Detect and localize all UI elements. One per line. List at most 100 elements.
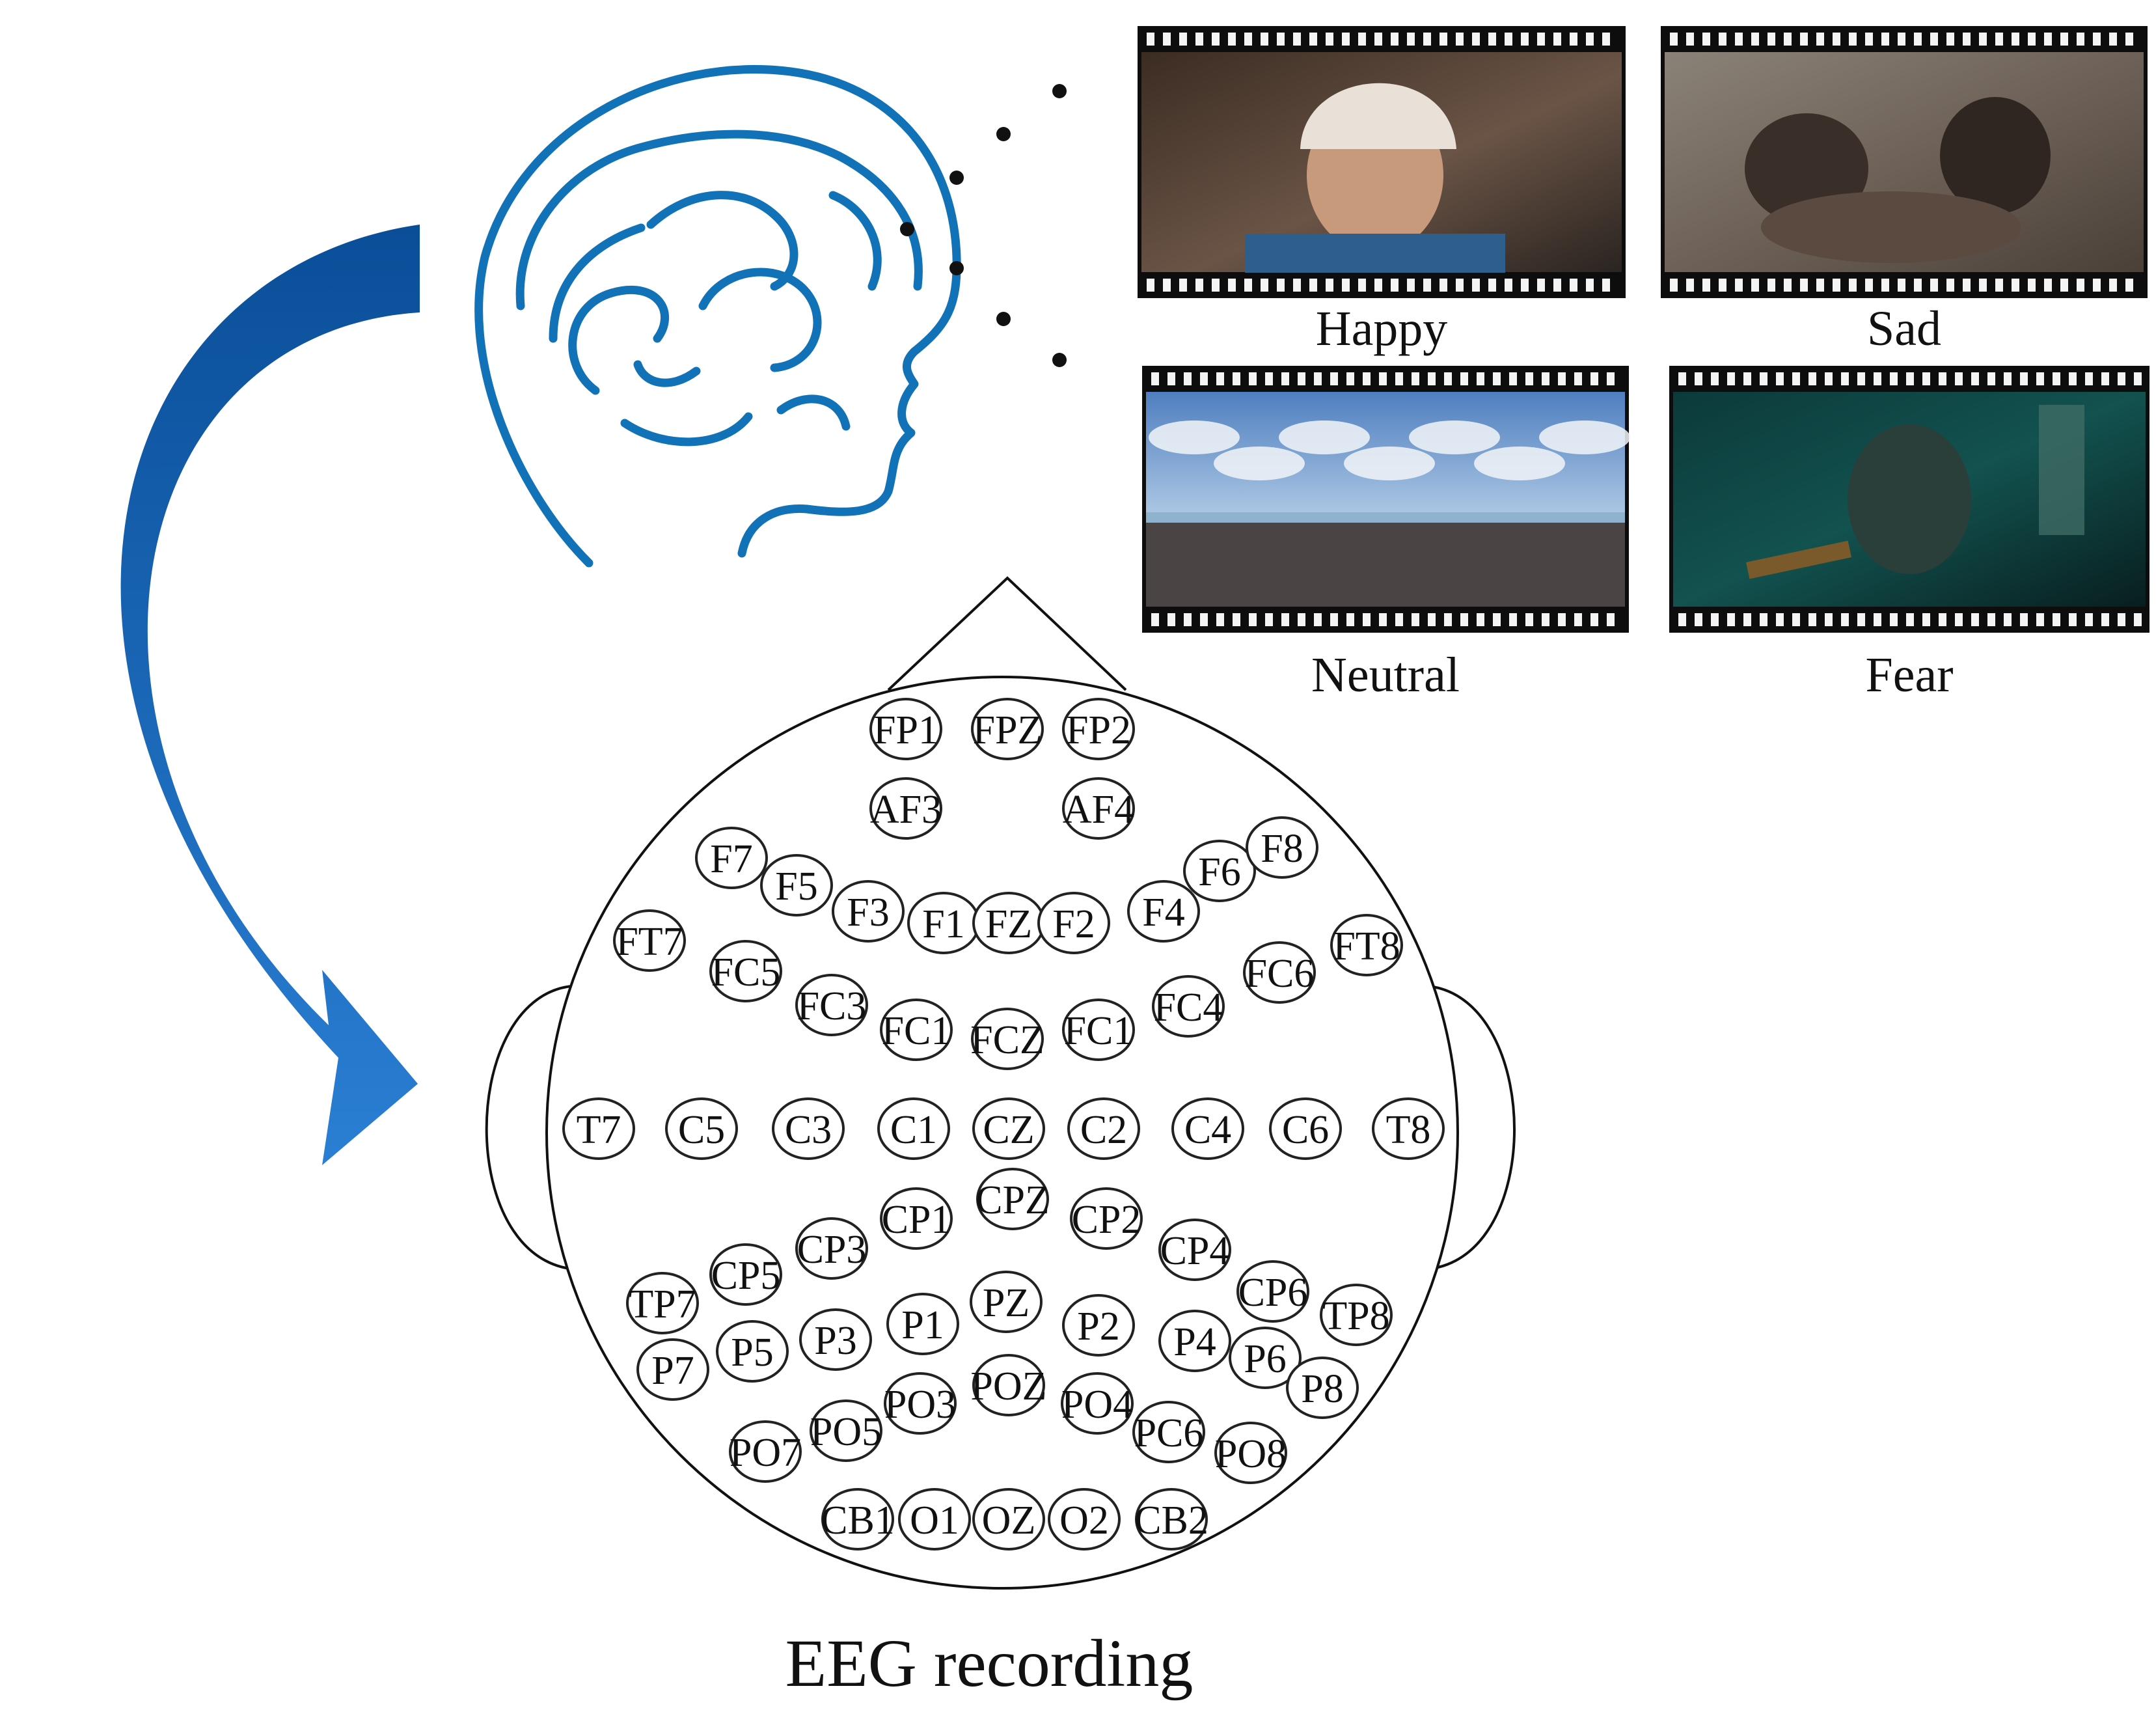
electrode-label: PC6 [1134,1411,1204,1455]
electrode-fc1: FC1 [880,999,953,1061]
electrode-label: PO4 [1061,1383,1133,1427]
film-label: Happy [1316,301,1448,356]
electrode-o2: O2 [1048,1488,1121,1551]
electrode-label: CP4 [1160,1229,1230,1273]
electrode-po3: PO3 [884,1372,957,1435]
electrode-label: F1 [922,902,964,946]
electrode-pz: PZ [970,1271,1043,1333]
electrode-f4: F4 [1127,880,1200,943]
electrode-fc4: FC4 [1152,975,1225,1038]
gaze-dots [900,84,1067,367]
film-frame-neutral: Neutral [1142,366,1630,702]
electrode-label: CP1 [882,1198,951,1242]
electrode-p5: P5 [716,1320,789,1383]
electrode-label: FP1 [873,708,938,752]
electrode-label: CP5 [711,1254,781,1298]
electrode-fc3: FC3 [795,974,868,1036]
electrode-label: P7 [651,1349,694,1393]
electrode-label: O1 [910,1498,959,1543]
electrode-poz: POZ [970,1354,1047,1416]
electrode-label: T7 [577,1108,621,1152]
electrode-cpz: CPZ [976,1168,1050,1230]
film-label: Sad [1867,301,1941,356]
electrode-cp1: CP1 [880,1187,953,1250]
electrode-label: CB1 [821,1498,895,1543]
electrode-label: PO7 [730,1431,801,1475]
electrode-label: TP7 [629,1282,696,1327]
electrode-label: FC3 [797,984,867,1028]
film-frame-happy: Happy [1138,26,1626,356]
electrode-c6: C6 [1269,1097,1342,1160]
electrode-oz: OZ [972,1488,1045,1551]
electrode-label: C3 [785,1108,832,1152]
electrode-label: FC4 [1154,986,1223,1030]
electrode-label: AF4 [1063,788,1134,832]
electrode-cb2: CB2 [1134,1488,1208,1551]
electrode-c4: C4 [1171,1097,1244,1160]
electrode-cp3: CP3 [795,1217,868,1280]
electrode-label: C2 [1080,1108,1127,1152]
electrode-label: PO8 [1215,1432,1287,1476]
electrode-t8: T8 [1372,1097,1445,1160]
electrode-label: P8 [1301,1367,1343,1411]
electrode-ft7: FT7 [613,909,686,972]
electrode-label: PO5 [810,1410,882,1454]
electrode-label: F8 [1261,827,1303,871]
electrode-label: POZ [970,1364,1046,1409]
electrode-c2: C2 [1067,1097,1140,1160]
electrode-fpz: FPZ [971,698,1044,760]
electrode-tp8: TP8 [1320,1284,1393,1346]
brain-head-outline-icon [474,65,961,568]
electrode-t7: T7 [562,1097,635,1160]
electrode-cz: CZ [972,1097,1045,1160]
electrode-c3: C3 [772,1097,845,1160]
electrode-label: OZ [982,1498,1036,1543]
electrode-label: F3 [847,890,889,935]
electrode-fcz: FCZ [970,1008,1044,1070]
electrode-ft8: FT8 [1330,914,1403,976]
electrode-label: F2 [1052,902,1095,946]
electrode-label: T8 [1386,1108,1431,1152]
electrode-f1: F1 [907,892,980,954]
electrode-label: P3 [814,1319,856,1363]
electrode-fp1: FP1 [869,698,942,760]
electrode-label: AF3 [870,788,942,832]
electrode-label: P6 [1244,1337,1286,1381]
electrode-label: FT8 [1333,924,1400,969]
electrode-c5: C5 [665,1097,738,1160]
electrode-label: FC1 [1064,1009,1134,1053]
electrode-p7: P7 [636,1338,709,1401]
electrode-label: O2 [1059,1498,1109,1543]
electrode-label: C1 [890,1108,937,1152]
electrode-p8: P8 [1286,1357,1359,1419]
film-frame-fear: Fear [1669,366,2149,702]
left-ear-outline [485,985,590,1271]
electrode-f7: F7 [695,827,768,889]
electrode-label: CZ [983,1108,1034,1152]
electrode-label: FC1 [882,1009,951,1053]
electrode-f6: F6 [1183,840,1256,902]
electrode-label: FCZ [970,1018,1044,1062]
electrode-label: C5 [678,1108,725,1152]
electrode-fp2: FP2 [1062,698,1135,760]
electrode-label: PZ [983,1281,1030,1325]
curved-arrow-icon [120,225,420,1165]
electrode-fc1: FC1 [1062,999,1135,1061]
electrode-label: FZ [985,902,1032,946]
electrode-label: FT7 [616,920,683,964]
electrode-p3: P3 [799,1308,872,1371]
electrode-label: CP2 [1072,1198,1141,1242]
right-ear-outline [1412,985,1516,1271]
electrode-label: C6 [1282,1108,1329,1152]
electrode-fc5: FC5 [709,940,782,1002]
electrode-po5: PO5 [810,1399,882,1462]
electrode-cp4: CP4 [1158,1219,1231,1281]
nose-outline [887,576,1127,691]
electrode-pc6: PC6 [1132,1401,1205,1463]
electrode-label: FC6 [1245,952,1315,996]
electrode-label: F4 [1142,890,1184,935]
electrode-label: CPZ [976,1178,1050,1222]
